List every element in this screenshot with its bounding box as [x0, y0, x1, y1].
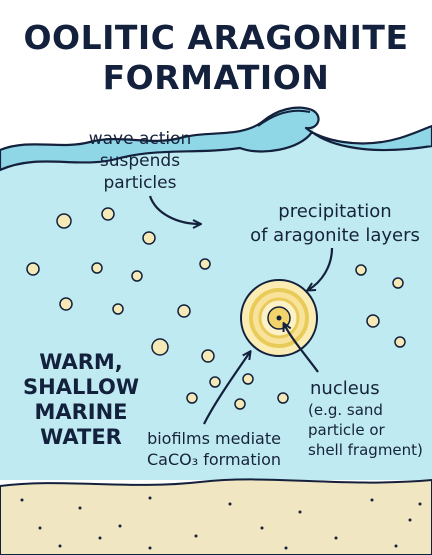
- suspended-particles: [26, 207, 406, 410]
- particle: [26, 262, 40, 276]
- particle: [112, 303, 124, 315]
- environment-label-line-3: MARINE: [34, 400, 128, 424]
- arrow-precipitation-to-ooid: [308, 247, 334, 290]
- particle: [131, 270, 143, 282]
- particle: [392, 277, 404, 289]
- arrow-biofilm-to-ooid: [203, 352, 250, 425]
- precipitation-label-line-1: precipitation: [278, 201, 392, 222]
- biofilm-label-line-1: biofilms mediate: [147, 429, 281, 448]
- wave-label-line-3: particles: [103, 173, 177, 193]
- nucleus-label-title: nucleus: [310, 378, 380, 399]
- title-line-2: FORMATION: [102, 58, 330, 97]
- precipitation-label-line-2: of aragonite layers: [250, 225, 420, 246]
- environment-label-line-4: WATER: [40, 425, 122, 449]
- particle: [91, 262, 103, 274]
- particle: [394, 336, 406, 348]
- precipitation-label: precipitation of aragonite layers: [240, 200, 430, 248]
- environment-label-line-2: SHALLOW: [23, 375, 139, 399]
- wave-label-line-1: wave action: [88, 129, 192, 149]
- particle: [101, 207, 115, 221]
- particle: [177, 304, 191, 318]
- sand-grains: [20, 496, 422, 550]
- wave-label-line-2: suspends: [99, 151, 181, 171]
- particle: [201, 349, 215, 363]
- particle: [151, 338, 169, 356]
- ooid: [240, 279, 318, 357]
- arrow-nucleus-to-core: [284, 324, 319, 373]
- particle: [242, 373, 254, 385]
- particle: [142, 231, 156, 245]
- nucleus-label-detail-2: particle or: [308, 421, 385, 439]
- particle: [56, 213, 72, 229]
- nucleus-label-detail-3: shell fragment): [308, 441, 423, 459]
- particle: [59, 297, 73, 311]
- nucleus-label: nucleus (e.g. sand particle or shell fra…: [296, 378, 428, 460]
- particle: [277, 392, 289, 404]
- sand-seabed: [0, 478, 432, 555]
- biofilm-label: biofilms mediate CaCO₃ formation: [144, 428, 284, 470]
- environment-label-line-1: WARM,: [39, 350, 123, 374]
- environment-label: WARM, SHALLOW MARINE WATER: [20, 350, 142, 450]
- wave-action-label: wave action suspends particles: [80, 128, 200, 194]
- particle: [209, 376, 221, 388]
- particle: [366, 314, 380, 328]
- biofilm-label-line-2: CaCO₃ formation: [147, 450, 281, 469]
- particle: [234, 398, 246, 410]
- particle: [186, 392, 198, 404]
- arrow-wave-to-water: [148, 195, 200, 224]
- title-line-1: OOLITIC ARAGONITE: [23, 18, 409, 57]
- particle: [199, 258, 211, 270]
- wave-surface: [0, 106, 432, 172]
- nucleus-label-detail-1: (e.g. sand: [308, 401, 383, 419]
- particle: [355, 264, 367, 276]
- wave-crest-line: [257, 109, 311, 127]
